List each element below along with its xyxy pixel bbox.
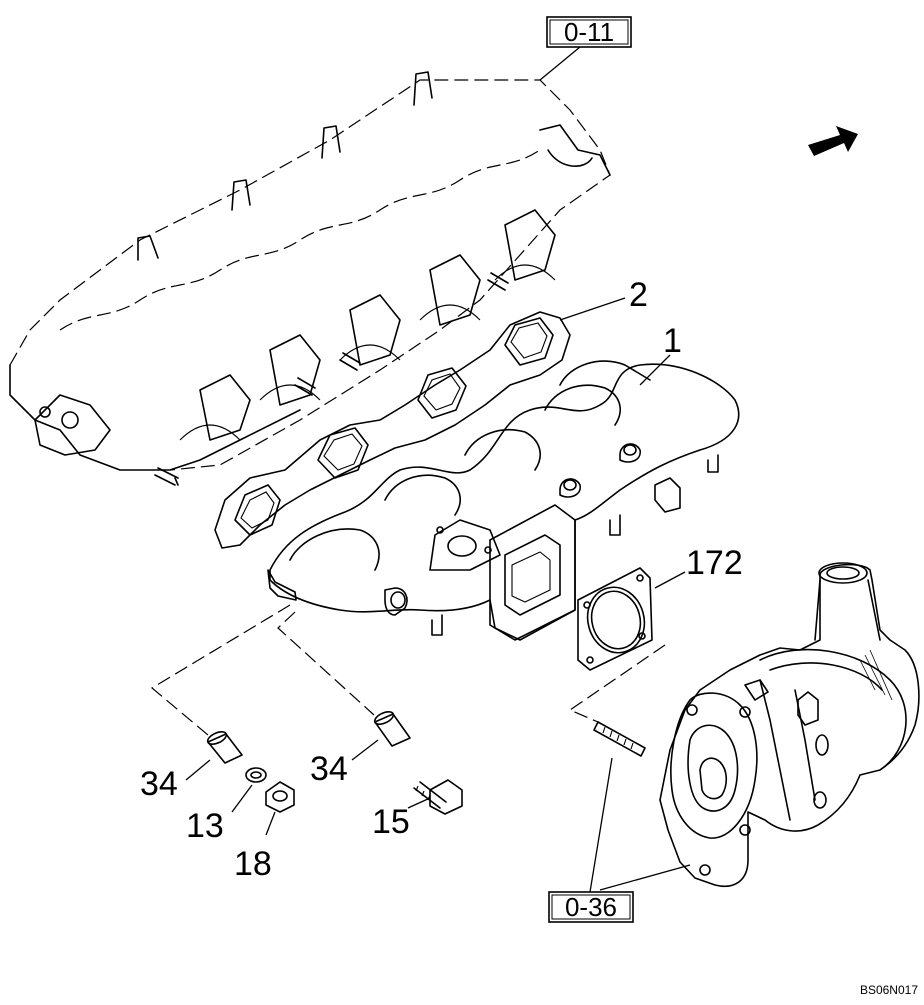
reference-label-0-11: 0-11 — [564, 17, 614, 47]
dowel-pin-left[interactable] — [206, 729, 243, 764]
cylinder-head-phantom — [9, 71, 611, 486]
callout-15: 15 — [372, 803, 410, 841]
turbo-gasket[interactable] — [577, 567, 653, 671]
manifold-gasket[interactable] — [214, 311, 571, 549]
callout-34-right: 34 — [310, 750, 348, 788]
callout-18: 18 — [234, 845, 272, 883]
nut[interactable] — [265, 781, 295, 813]
turbo-stud[interactable] — [593, 721, 646, 757]
exhaust-manifold[interactable] — [267, 360, 740, 641]
callout-1: 1 — [663, 322, 682, 360]
stud-set — [154, 272, 509, 486]
reference-label-0-36: 0-36 — [565, 892, 617, 922]
dowel-pin-right[interactable] — [373, 709, 411, 747]
reference-box-turbocharger[interactable]: 0-36 — [548, 891, 634, 923]
turbocharger — [659, 562, 920, 887]
front-arrow-icon — [808, 126, 858, 156]
bolt[interactable] — [413, 779, 463, 815]
callout-172: 172 — [686, 544, 743, 582]
washer[interactable] — [245, 767, 267, 783]
callout-2: 2 — [629, 276, 648, 314]
diagram-code: BS06N017 — [860, 983, 918, 997]
callout-13: 13 — [186, 807, 224, 845]
reference-box-cylinder-head[interactable]: 0-11 — [546, 16, 632, 48]
callout-34-left: 34 — [140, 765, 178, 803]
